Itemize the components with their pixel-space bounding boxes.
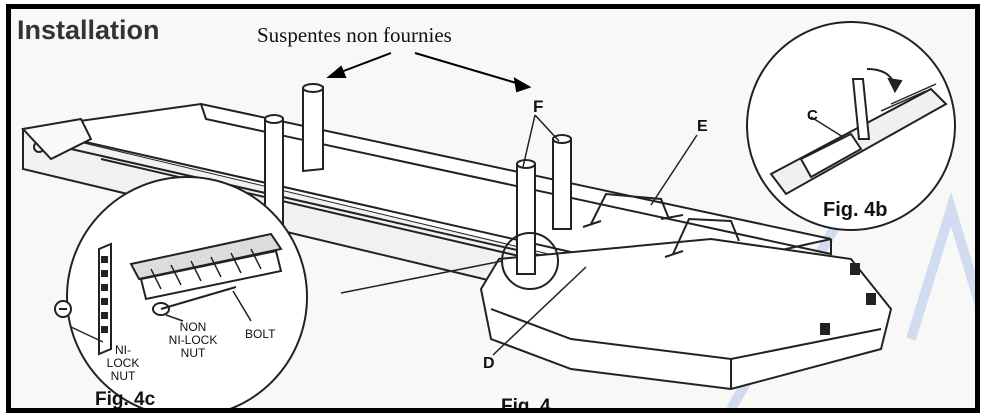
caption-fig-4: Fig. 4 <box>501 396 551 413</box>
label-f: F <box>533 97 544 116</box>
leader-lines <box>340 114 698 356</box>
caption-fig-4b: Fig. 4b <box>823 199 888 221</box>
caption-fig-4c: Fig. 4c <box>95 389 156 410</box>
callout-note: Suspentes non fournies <box>257 23 452 47</box>
hanging-straps <box>264 83 572 275</box>
label-e: E <box>697 118 708 135</box>
label-d: D <box>483 355 495 372</box>
motor-housing <box>479 237 893 391</box>
note-arrows <box>326 52 532 93</box>
label-bolt: BOLT <box>245 327 276 341</box>
label-c: C <box>807 107 818 124</box>
inset-fig-4c <box>54 176 308 408</box>
inset-fig-4b <box>746 21 956 231</box>
diagram-frame: Installation Suspentes non fournies F E … <box>6 4 980 413</box>
page-title: Installation <box>17 15 160 45</box>
installation-illustration <box>21 21 975 408</box>
brackets-e <box>582 192 740 258</box>
label-ni-lock-nut: NI- LOCK NUT <box>106 343 140 383</box>
label-non-ni-lock-nut: NON NI-LOCK NUT <box>168 320 218 360</box>
